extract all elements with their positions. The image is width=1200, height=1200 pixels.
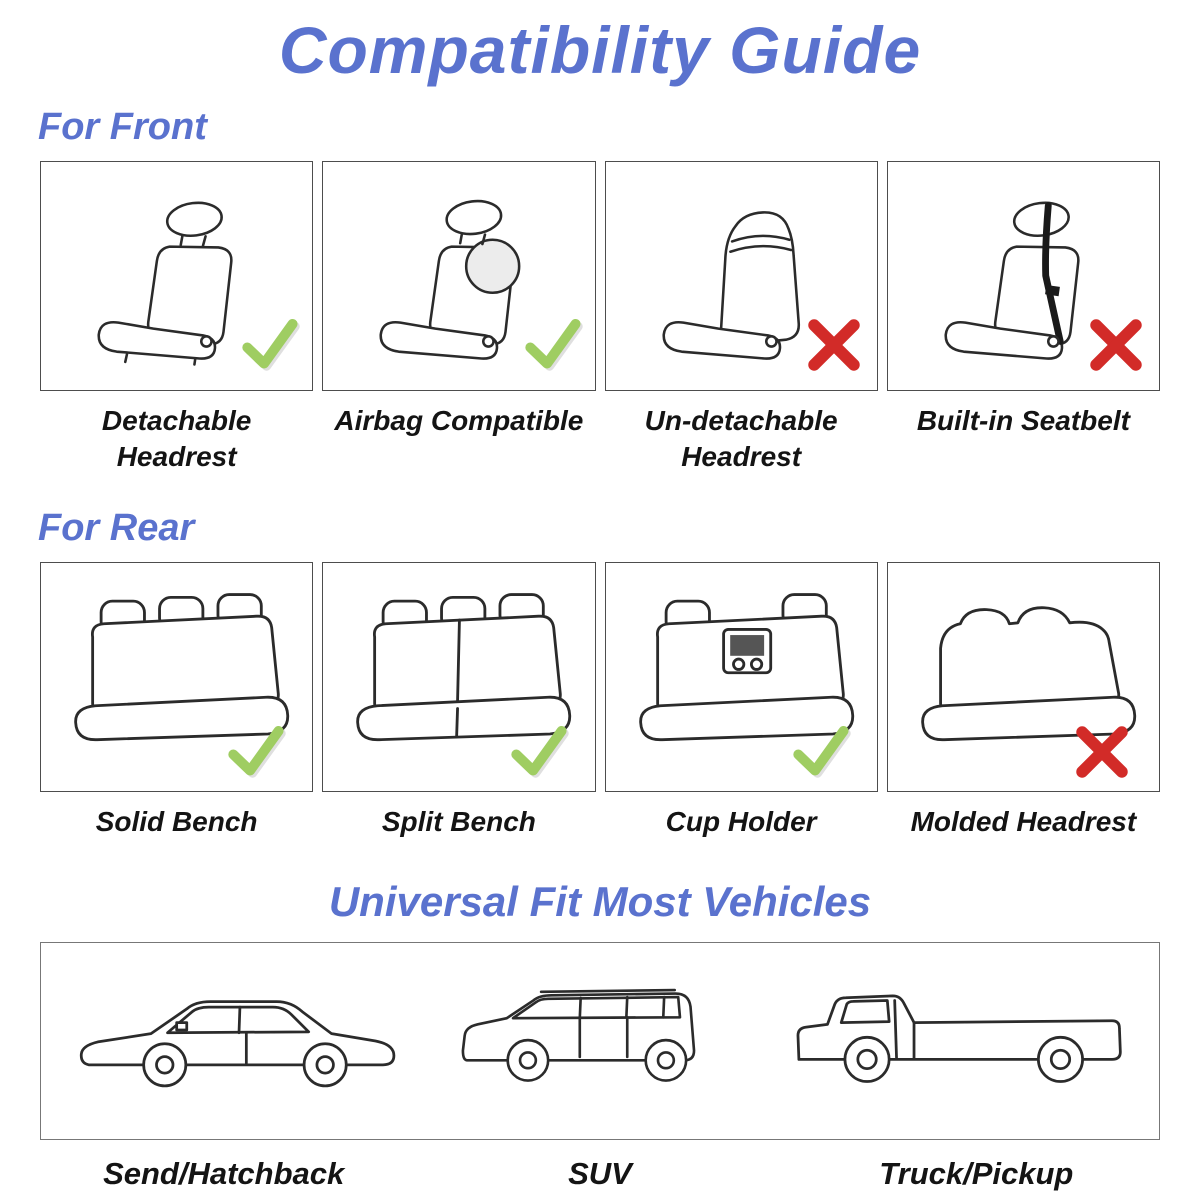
front-label-builtin-seatbelt: Built-in Seatbelt xyxy=(916,405,1130,436)
rear-item-split-bench xyxy=(322,562,596,792)
check-icon xyxy=(507,721,569,783)
rear-item-solid-bench xyxy=(40,562,314,792)
vehicles-box xyxy=(40,942,1160,1140)
front-item-airbag-compatible xyxy=(322,161,596,391)
vehicle-label-truck: Truck/Pickup xyxy=(879,1156,1074,1191)
front-row xyxy=(40,161,1160,391)
vehicle-truck xyxy=(780,966,1141,1116)
rear-labels-row: Solid Bench Split Bench Cup Holder Molde… xyxy=(40,804,1160,852)
rear-section-heading: For Rear xyxy=(38,507,195,549)
rear-item-molded-headrest xyxy=(886,562,1160,792)
vehicle-labels-row: Send/Hatchback SUV Truck/Pickup xyxy=(40,1154,1160,1194)
front-labels-row: Detachable Headrest Airbag Compatible Un… xyxy=(40,403,1160,489)
rear-label-molded-headrest: Molded Headrest xyxy=(910,806,1137,837)
pickup-truck-icon xyxy=(786,966,1136,1116)
check-icon xyxy=(238,314,300,376)
vehicles-section-heading: Universal Fit Most Vehicles xyxy=(328,878,872,925)
rear-label-solid-bench: Solid Bench xyxy=(95,806,258,837)
check-icon xyxy=(789,721,851,783)
vehicle-label-sedan: Send/Hatchback xyxy=(103,1156,345,1191)
front-item-undetachable-headrest xyxy=(604,161,878,391)
front-section-heading: For Front xyxy=(38,106,207,148)
front-item-builtin-seatbelt xyxy=(886,161,1160,391)
rear-item-cup-holder xyxy=(604,562,878,792)
front-label-undetachable-headrest: Un-detachable Headrest xyxy=(644,405,838,473)
check-icon xyxy=(521,314,583,376)
cross-icon xyxy=(1071,721,1133,783)
rear-label-split-bench: Split Bench xyxy=(381,806,536,837)
rear-label-cup-holder: Cup Holder xyxy=(665,806,817,837)
page-title: Compatibility Guide xyxy=(278,13,922,87)
cross-icon xyxy=(1085,314,1147,376)
sedan-icon xyxy=(74,966,404,1116)
cross-icon xyxy=(803,314,865,376)
front-item-detachable-headrest xyxy=(40,161,314,391)
vehicle-sedan xyxy=(59,966,420,1116)
vehicle-suv xyxy=(420,966,781,1116)
check-icon xyxy=(224,721,286,783)
vehicle-label-suv: SUV xyxy=(568,1156,632,1191)
suv-icon xyxy=(455,966,745,1116)
front-label-detachable-headrest: Detachable Headrest xyxy=(101,405,252,473)
front-label-airbag-compatible: Airbag Compatible xyxy=(334,405,584,436)
rear-row xyxy=(40,562,1160,792)
